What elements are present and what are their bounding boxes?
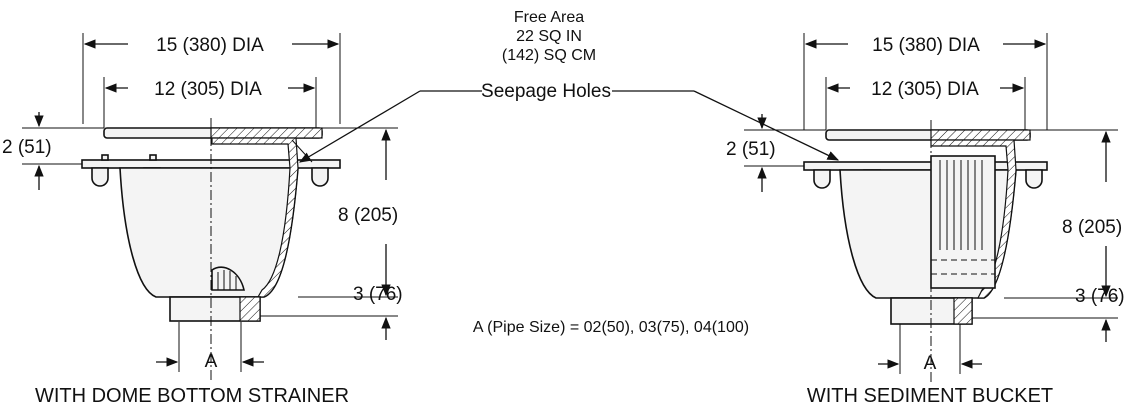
pipe-size-note: A (Pipe Size) = 02(50), 03(75), 04(100) bbox=[473, 319, 749, 336]
right-caption: WITH SEDIMENT BUCKET bbox=[807, 385, 1053, 407]
right-dim-outlet: 3 (76) bbox=[1075, 286, 1125, 307]
right-drain-body bbox=[803, 120, 1048, 382]
left-outer-dia-dimension: 15 (380) DIA bbox=[82, 33, 341, 124]
right-pipe-dimension: A bbox=[878, 324, 982, 374]
right-dim-body: 8 (205) bbox=[1062, 217, 1122, 238]
left-drain-body bbox=[81, 118, 341, 380]
left-flange-dimension: 2 (51) bbox=[2, 112, 104, 190]
free-area-line2: 22 SQ IN bbox=[516, 28, 582, 45]
right-inner-dia-dimension: 12 (305) DIA bbox=[825, 77, 1026, 130]
free-area-label: Free Area 22 SQ IN (142) SQ CM bbox=[502, 9, 596, 64]
right-outlet-dimension: 3 (76) bbox=[972, 286, 1125, 342]
left-outlet-dimension: 3 (76) bbox=[260, 284, 403, 340]
left-caption: WITH DOME BOTTOM STRAINER bbox=[35, 385, 349, 407]
right-body-dimension: 8 (205) bbox=[1004, 129, 1122, 299]
left-drain: 15 (380) DIA 12 (305) DIA 2 (51) 8 (205) bbox=[2, 33, 403, 407]
left-body-dimension: 8 (205) bbox=[298, 127, 398, 298]
free-area-line3: (142) SQ CM bbox=[502, 47, 596, 64]
seepage-holes-label: Seepage Holes bbox=[481, 81, 611, 102]
left-dim-body: 8 (205) bbox=[338, 205, 398, 226]
right-dim-pipe: A bbox=[924, 353, 937, 374]
right-flange-dimension: 2 (51) bbox=[726, 114, 826, 192]
free-area-line1: Free Area bbox=[514, 9, 584, 26]
right-dim-inner: 12 (305) DIA bbox=[871, 79, 979, 100]
left-dim-flange: 2 (51) bbox=[2, 137, 52, 158]
left-dim-outer: 15 (380) DIA bbox=[156, 35, 264, 56]
left-pipe-dimension: A bbox=[156, 322, 264, 372]
left-inner-dia-dimension: 12 (305) DIA bbox=[103, 77, 317, 128]
right-dim-outer: 15 (380) DIA bbox=[872, 35, 980, 56]
right-drain: 15 (380) DIA 12 (305) DIA 2 (51) 8 (205) bbox=[726, 33, 1125, 407]
left-dim-outlet: 3 (76) bbox=[353, 284, 403, 305]
right-dim-flange: 2 (51) bbox=[726, 139, 776, 160]
seepage-holes-callout: Seepage Holes bbox=[298, 81, 840, 163]
right-outer-dia-dimension: 15 (380) DIA bbox=[803, 33, 1048, 130]
left-dim-inner: 12 (305) DIA bbox=[154, 79, 262, 100]
